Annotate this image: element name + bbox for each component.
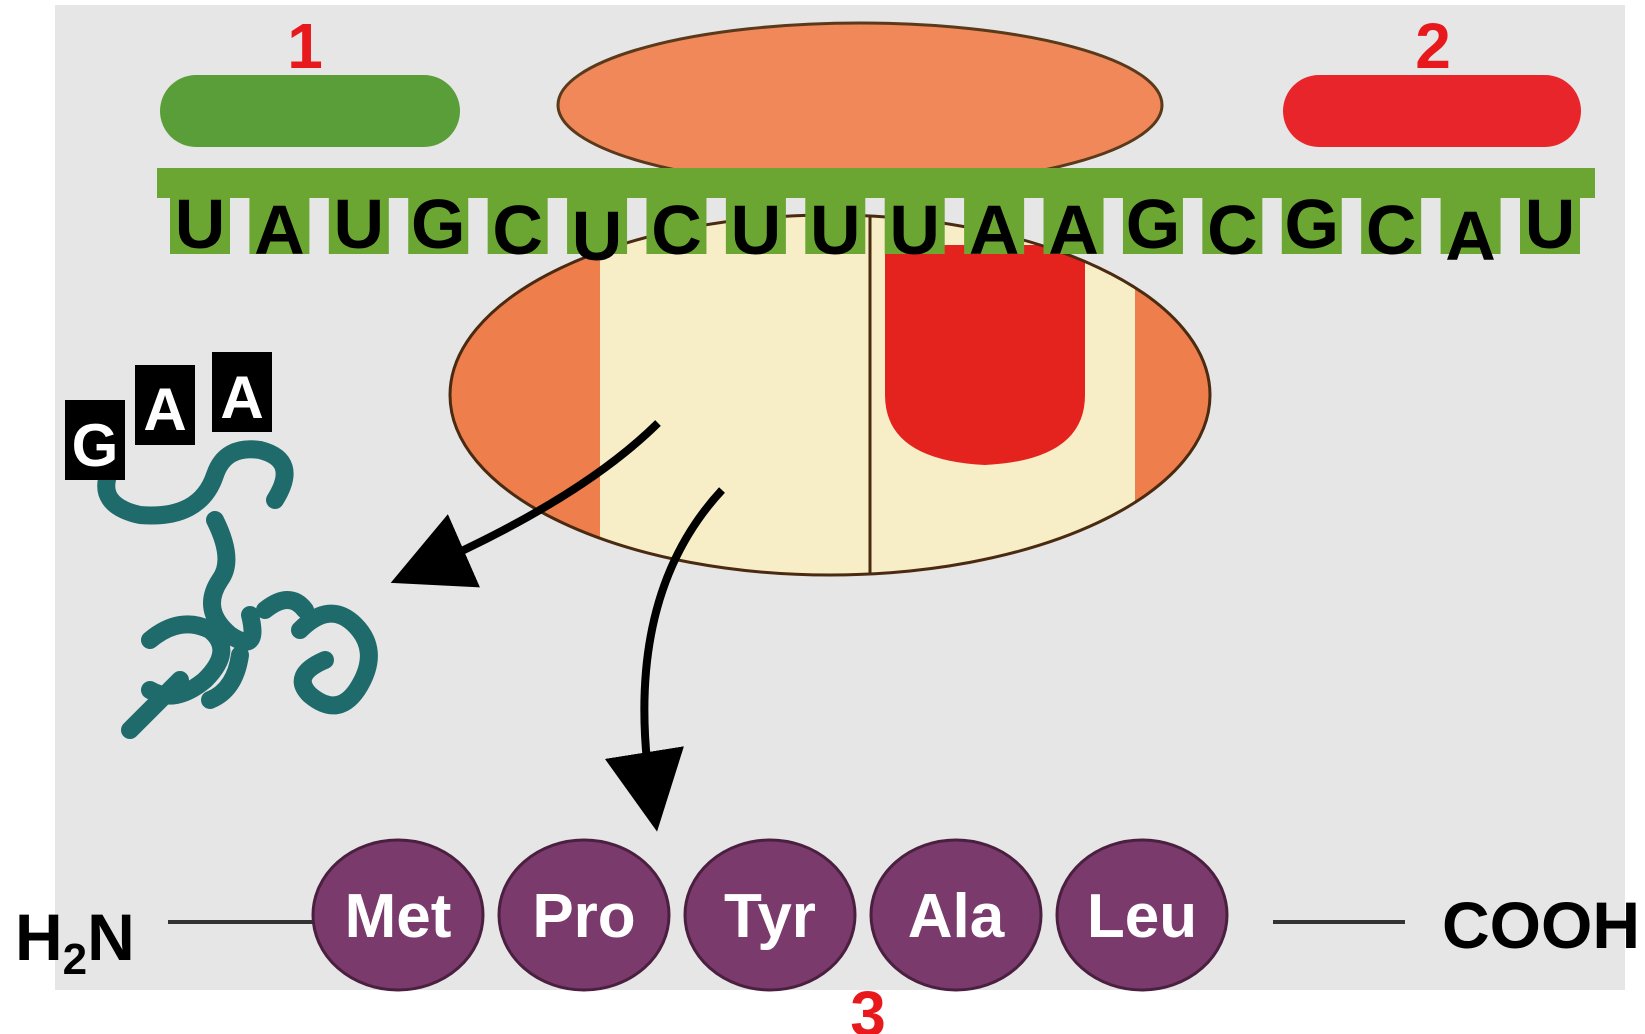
marker-1: 1 xyxy=(287,10,323,82)
mrna-base: U xyxy=(810,191,861,269)
anticodon-base-1: G xyxy=(72,412,119,479)
marker-3: 3 xyxy=(850,978,886,1034)
mrna-base: C xyxy=(492,191,543,269)
mrna-base: A xyxy=(1445,197,1496,275)
mrna-base: U xyxy=(889,191,940,269)
mrna-base: A xyxy=(1048,191,1099,269)
c-terminus-label: COOH xyxy=(1442,888,1640,962)
amino-acid-label: Leu xyxy=(1087,882,1197,951)
amino-acid-label: Tyr xyxy=(724,882,816,951)
mrna-base: U xyxy=(175,185,226,263)
factor-1-bar xyxy=(160,75,460,147)
mrna-base: C xyxy=(651,191,702,269)
mrna-base: U xyxy=(1525,185,1576,263)
anticodon-base-3: A xyxy=(220,364,263,431)
mrna-base: U xyxy=(572,197,623,275)
peptide-chain: Met Pro Tyr Ala Leu xyxy=(313,840,1227,990)
factor-2-bar xyxy=(1283,75,1581,147)
amino-acid-label: Ala xyxy=(908,882,1005,951)
anticodon-base-2: A xyxy=(143,376,186,443)
mrna-base: G xyxy=(1126,185,1180,263)
mrna-base: U xyxy=(731,191,782,269)
mrna-base: C xyxy=(1207,191,1258,269)
mrna-base: A xyxy=(254,191,305,269)
a-site-release-factor xyxy=(885,245,1085,465)
amino-acid-label: Met xyxy=(345,882,452,951)
ribosome-small-subunit xyxy=(558,23,1162,187)
mrna-base: G xyxy=(411,185,465,263)
mrna-base: A xyxy=(969,191,1020,269)
mrna-base: C xyxy=(1366,191,1417,269)
mrna-base: U xyxy=(334,185,385,263)
mrna-base: G xyxy=(1285,185,1339,263)
amino-acid-label: Pro xyxy=(532,882,635,951)
marker-2: 2 xyxy=(1415,10,1451,82)
